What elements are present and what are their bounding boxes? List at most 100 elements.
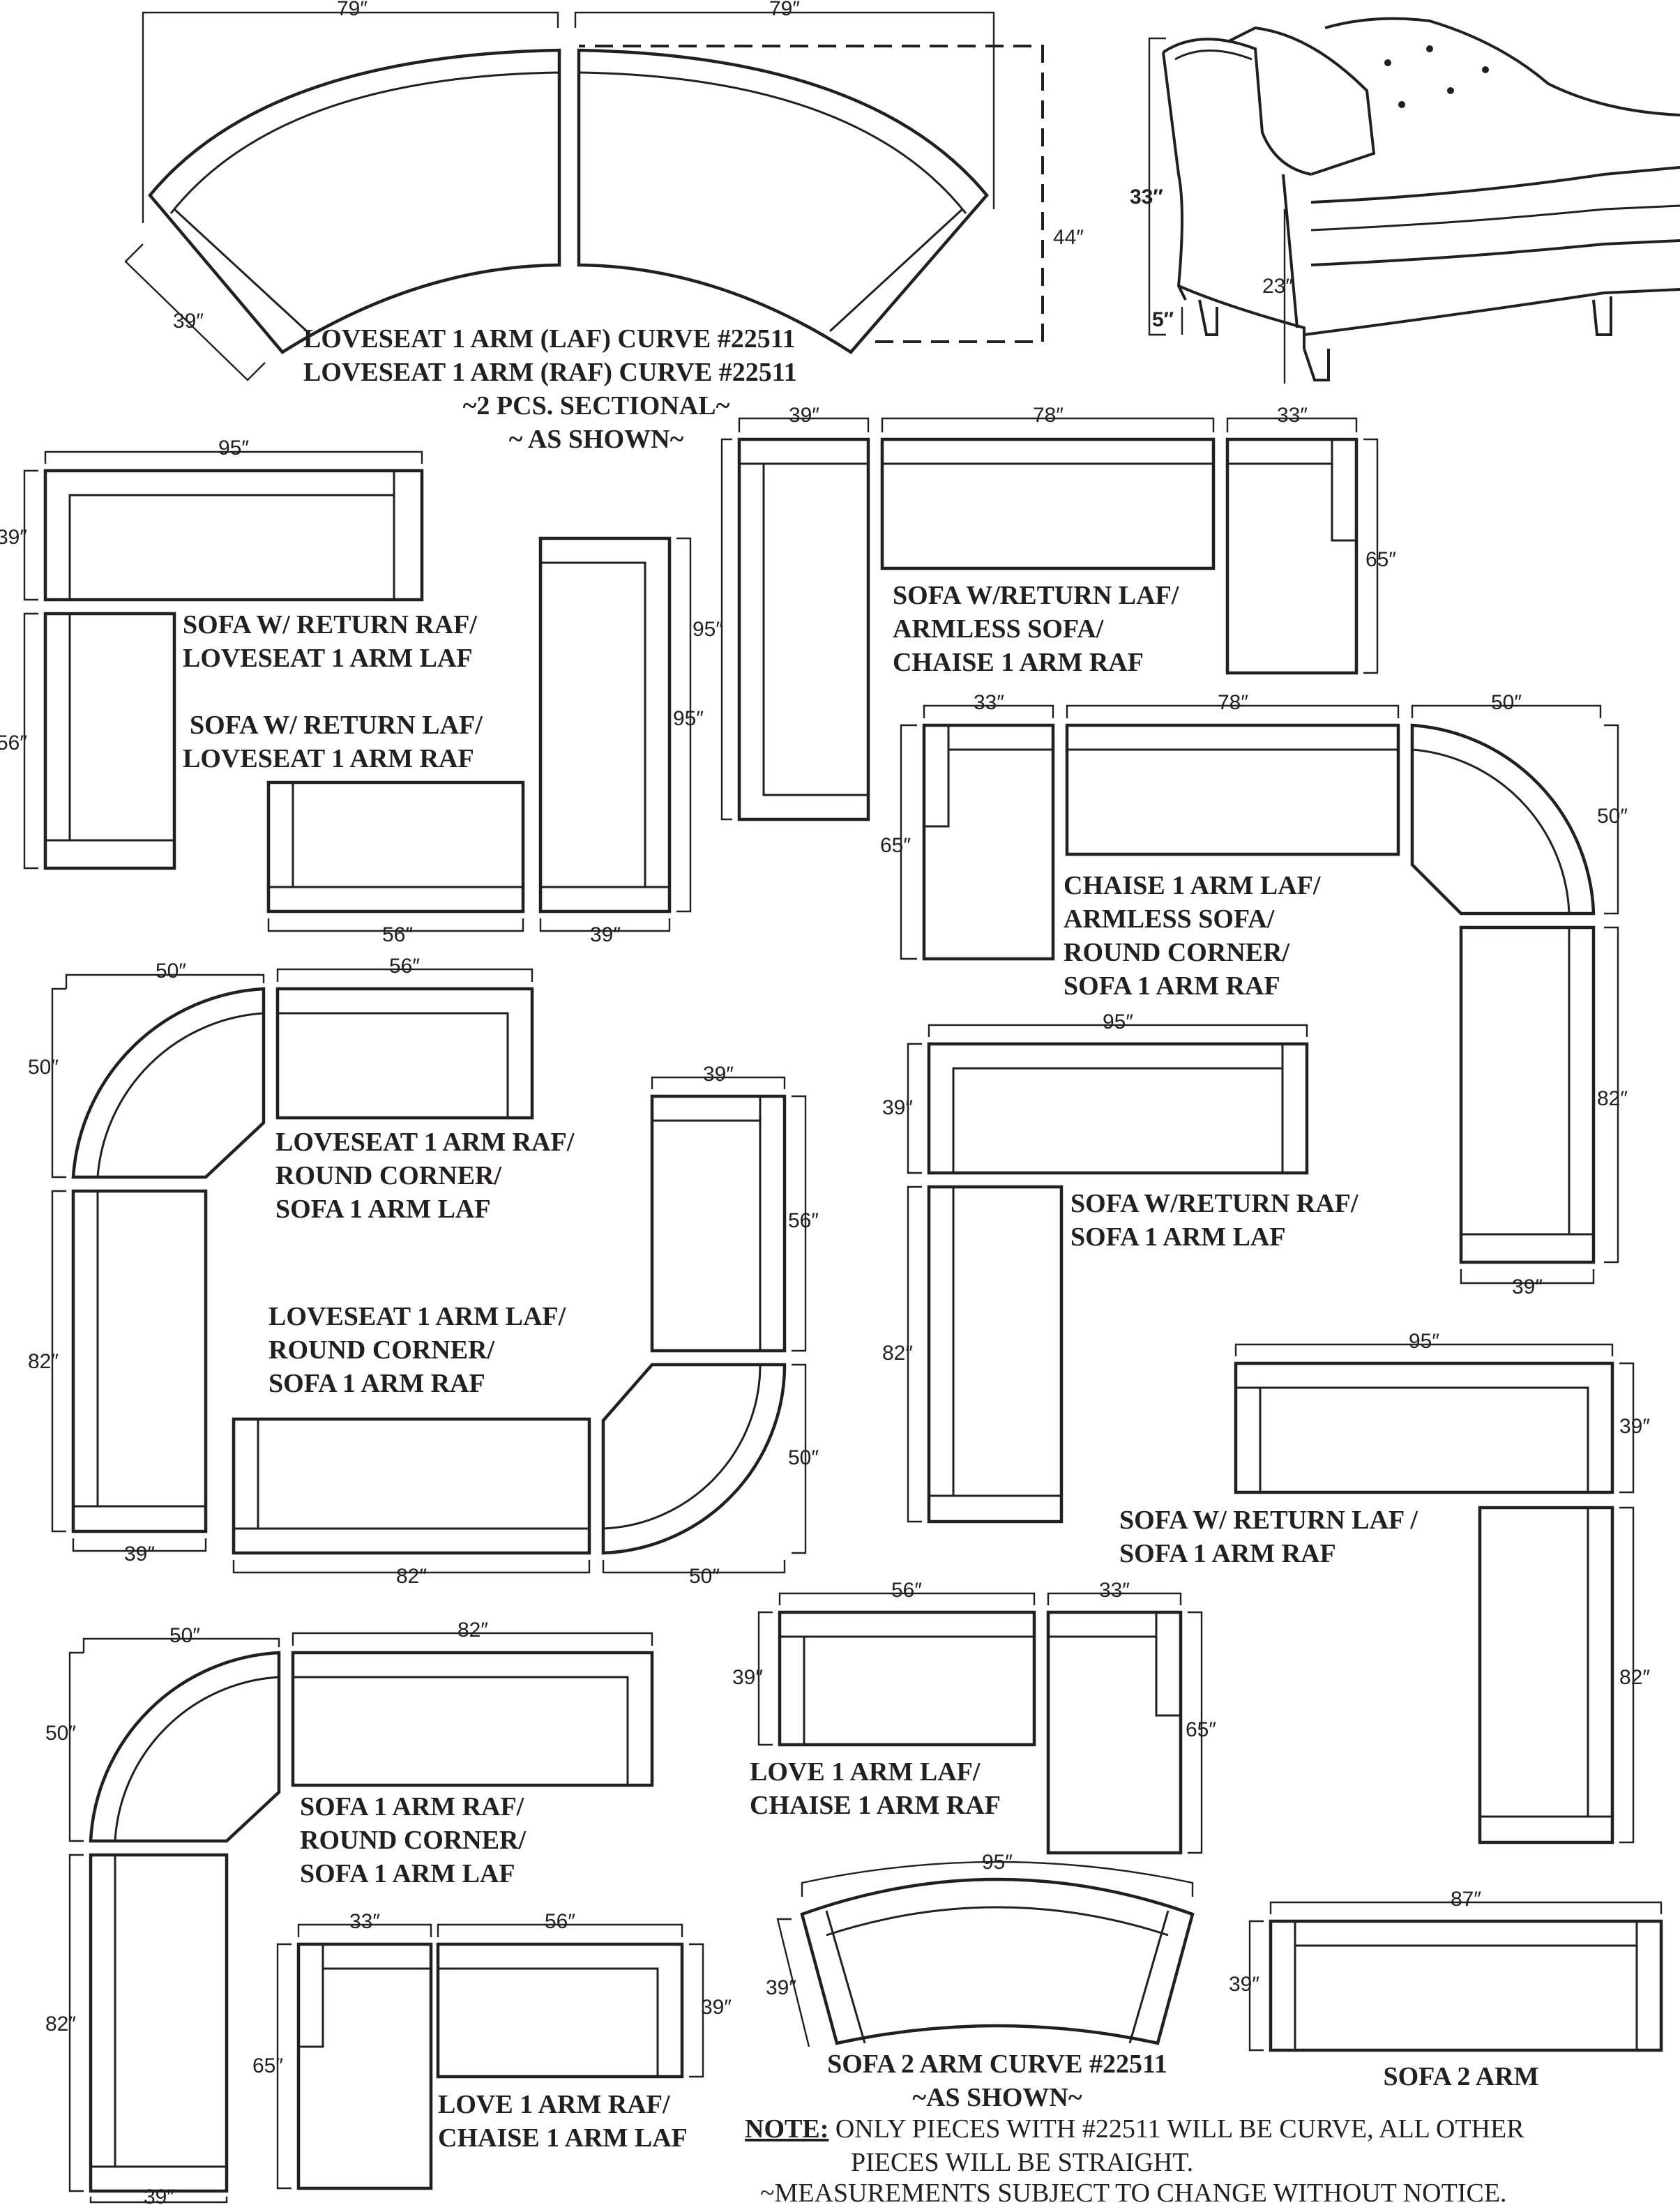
dim-text-length: 95″: [693, 618, 723, 641]
profile-arm-front: [1282, 174, 1299, 328]
dim-sofa-length: [676, 537, 692, 913]
config-sofa-return-laf-sofa-raf: 95″ 39″ 82″ SOFA W/ RETURN LAF / SOFA 1 …: [1119, 1330, 1650, 1844]
curve-loveseat-laf-arm: [173, 208, 308, 333]
label-config1-line1: SOFA W/ RETURN RAF/: [183, 610, 477, 639]
dim-text-width: 87″: [1451, 1888, 1481, 1911]
label-config10-line2: CHAISE 1 ARM RAF: [750, 1791, 1001, 1820]
dim-width: [44, 450, 423, 464]
dim-text-sofa-length: 82″: [28, 1350, 59, 1373]
curve-loveseat-raf: [577, 48, 989, 354]
dim-sofa-width: [292, 1632, 653, 1646]
dim-text-width: 95″: [218, 437, 249, 460]
piece-sofa-1arm-raf: [1459, 925, 1596, 1264]
dim-chaise-length: [276, 1943, 292, 2190]
piece-sofa-inner: [293, 1676, 629, 1785]
piece-sofa-return-laf: [538, 536, 672, 914]
curve-loveseat-raf-arm: [828, 208, 964, 333]
label-config12-line2: ~AS SHOWN~: [912, 2083, 1082, 2112]
dim-text-width: 95″: [1409, 1330, 1439, 1353]
dim-depth: [907, 1043, 922, 1174]
config-chaise-armless-corner-sofa: 33″ 65″ 78″ 50″ 50″ 82″ 39″ CHAISE 1 ARM…: [880, 691, 1628, 1298]
piece-sofa-1arm-laf: [71, 1189, 208, 1533]
dim-sofa-depth: [89, 2197, 228, 2204]
label-config4-line4: SOFA 1 ARM RAF: [1064, 971, 1280, 1001]
dim-text-corner-depth: 50″: [45, 1722, 76, 1745]
dim-corner-width: [1411, 704, 1602, 718]
piece-round-corner: [89, 1651, 281, 1843]
piece-sofa-inner: [1294, 1944, 1638, 2050]
profile-seat-welt: [1310, 204, 1680, 232]
dim-text-loveseat-width: 56″: [389, 955, 420, 978]
dim-text-chaise-length: 65″: [1186, 1718, 1216, 1741]
dim-text-depth: 39″: [701, 1996, 732, 2019]
label-config13: SOFA 2 ARM: [1383, 2062, 1538, 2091]
dim-text-corner-width: 50″: [169, 1624, 200, 1647]
piece-inner: [1259, 1386, 1589, 1492]
piece-chaise-inner: [1048, 1635, 1181, 1717]
side-profile-sketch: 33″ 23″ 5″: [1130, 17, 1680, 384]
piece-loveseat-inner: [278, 1012, 509, 1118]
dim-text-sofa-length: 82″: [882, 1342, 913, 1365]
dim-chaise-width: [1047, 1592, 1182, 1605]
note-line1: NOTE: ONLY PIECES WITH #22511 WILL BE CU…: [745, 2114, 1524, 2144]
dim-text-corner-width: 50″: [689, 1565, 720, 1588]
dim-sofa-length: [51, 1190, 66, 1533]
dim-width: [267, 918, 524, 932]
profile-seat-front: [1310, 239, 1680, 266]
note-line2: PIECES WILL BE STRAIGHT.: [851, 2148, 1193, 2177]
piece-sofa-return-inner: [68, 494, 395, 600]
dim-text-corner-width: 50″: [1491, 691, 1522, 714]
dim-text-width-right: 79″: [769, 0, 800, 20]
label-config9-line3: SOFA 1 ARM LAF: [300, 1859, 515, 1888]
curve-loveseat-raf-back: [578, 71, 967, 214]
dim-sofa-depth: [72, 1538, 207, 1552]
dim-text-corner-size: 50″: [788, 1446, 819, 1469]
label-config9-line2: ROUND CORNER/: [300, 1826, 527, 1855]
label-curve-line4: ~ AS SHOWN~: [509, 425, 684, 454]
label-config5-line3: SOFA 1 ARM LAF: [275, 1195, 491, 1224]
label-curve-line1: LOVESEAT 1 ARM (LAF) CURVE #22511: [303, 324, 796, 354]
dim-corner-width: [65, 973, 265, 989]
dim-text-corner-width: 50″: [156, 960, 186, 983]
dim-chaise-length: [900, 724, 917, 960]
tuft-button: [1398, 101, 1405, 108]
piece-sofa-return-raf: [927, 1042, 1309, 1175]
dim-sofa-length: [1604, 926, 1619, 1264]
dim-depth: [1248, 1920, 1264, 2052]
config-sofa-return-laf-loveseat-raf: 56″ 39″ 95″ SOFA W/ RETURN LAF/ LOVESEAT…: [183, 536, 704, 946]
label-config4-line2: ARMLESS SOFA/: [1064, 904, 1275, 934]
piece-sofa-return: [43, 469, 424, 602]
dim-loveseat-width: [651, 1076, 786, 1089]
dim-corner-depth: [68, 1651, 84, 1842]
dim-text-corner-depth: 50″: [28, 1056, 59, 1079]
profile-base: [1178, 285, 1306, 349]
config-loveseat-laf-corner-sofa-raf: 39″ 56″ 50″ 82″ 50″ LOVESEAT 1 ARM LAF/ …: [232, 1063, 819, 1588]
dim-depth: [689, 1943, 704, 2078]
overall-footprint-dashed: [579, 45, 1044, 343]
config-loveseat-corner-sofa-laf: 50″ 50″ 56″ 82″ 39″ LOVESEAT 1 ARM RAF/ …: [28, 955, 575, 1566]
dim-text-depth: 39″: [1619, 1415, 1650, 1438]
label-config2-line2: LOVESEAT 1 ARM RAF: [183, 744, 474, 773]
profile-pillow: [1227, 26, 1376, 176]
piece-sofa-2arm: [1269, 1919, 1663, 2052]
label-config3-line3: CHAISE 1 ARM RAF: [893, 648, 1144, 677]
label-curve-line2: LOVESEAT 1 ARM (RAF) CURVE #22511: [303, 358, 797, 387]
dim-corner-width: [82, 1637, 280, 1653]
dim-chaise-width: [1226, 417, 1358, 432]
piece-chaise-raf: [1046, 1610, 1183, 1855]
dim-text-depth: 39″: [789, 404, 819, 427]
dim-chaise-length: [1363, 438, 1379, 674]
piece-curve-sofa-back: [826, 1906, 1169, 1937]
piece-sofa-return-laf: [1234, 1361, 1614, 1494]
profile-arm-outline: [1162, 38, 1312, 176]
dim-depth: [124, 243, 266, 381]
dim-width: [1269, 1901, 1663, 1914]
label-config2-line1: SOFA W/ RETURN LAF/: [190, 711, 483, 740]
piece-sofa-return-laf-inner: [540, 561, 646, 888]
dim-sofa-length: [1619, 1506, 1635, 1844]
piece-sofa-return-laf: [737, 437, 870, 821]
piece-round-corner-back: [114, 1676, 280, 1842]
tuft-button: [1482, 66, 1489, 73]
label-config9-line1: SOFA 1 ARM RAF/: [300, 1792, 524, 1821]
tuft-button: [1447, 87, 1454, 94]
